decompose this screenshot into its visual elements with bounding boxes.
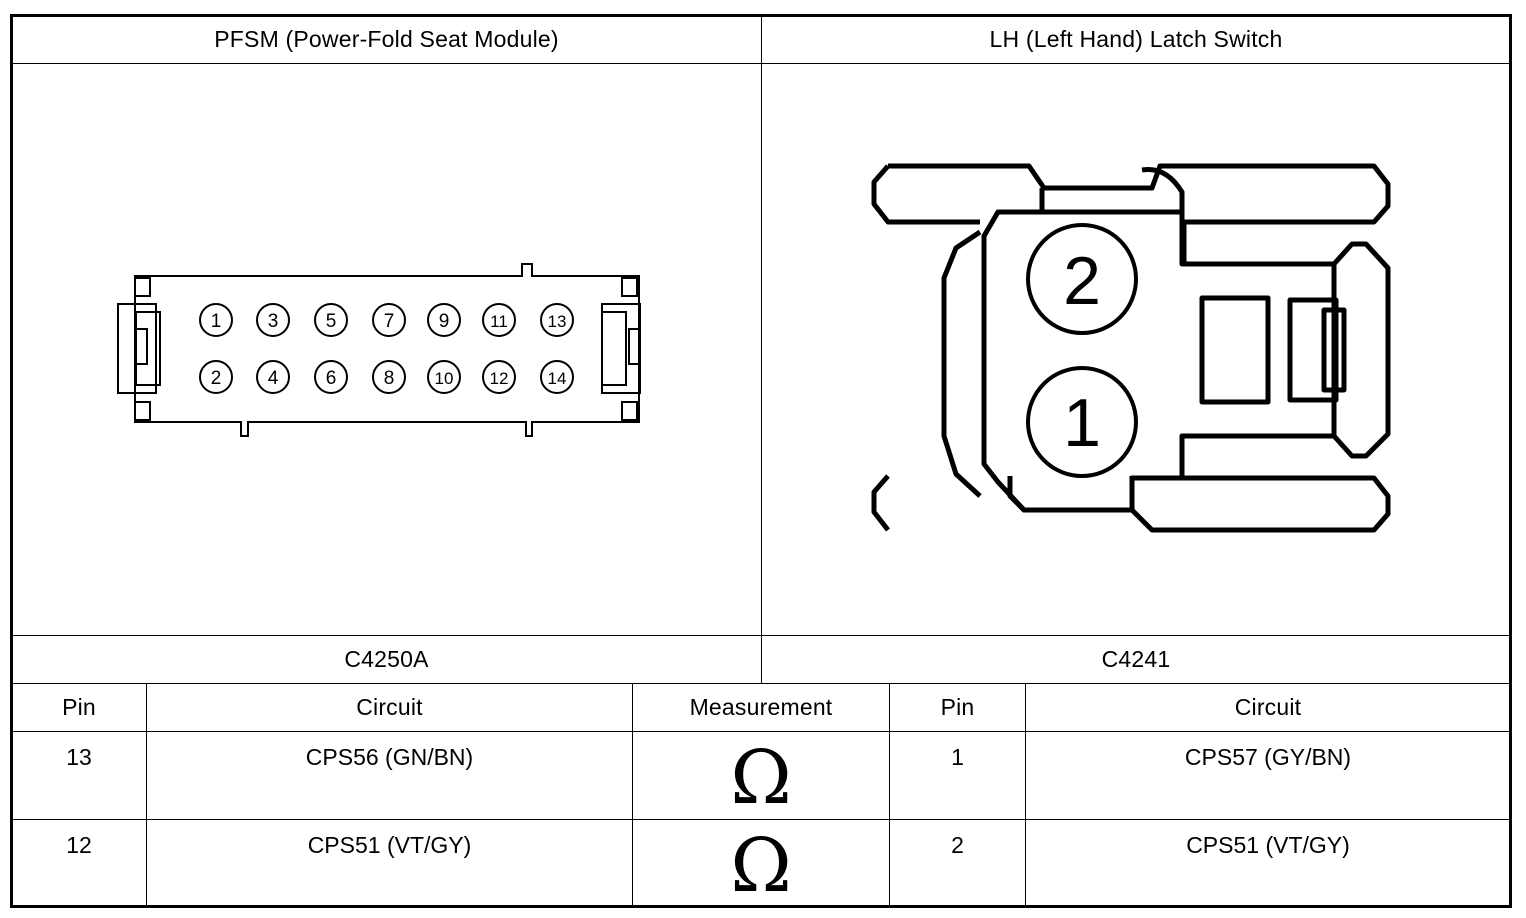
divider bbox=[1025, 683, 1026, 906]
divider bbox=[889, 683, 890, 906]
pfsm-pin-circle bbox=[314, 360, 348, 394]
row1-measurement-ohm-icon: Ω bbox=[730, 735, 792, 821]
pfsm-pin-label: 9 bbox=[439, 311, 450, 332]
divider bbox=[632, 683, 633, 906]
latch-pin-2-label: 2 bbox=[1063, 243, 1101, 319]
pfsm-pin-label: 14 bbox=[548, 369, 567, 388]
divider bbox=[146, 683, 147, 906]
row2-measurement-ohm-icon: Ω bbox=[730, 823, 792, 909]
header-pin-a: Pin bbox=[62, 694, 96, 720]
header-pin-b: Pin bbox=[940, 694, 975, 720]
pfsm-pin-label: 7 bbox=[384, 311, 395, 332]
row2-pin-a: 12 bbox=[66, 832, 92, 858]
pfsm-pin-circle bbox=[256, 360, 290, 394]
pfsm-pin-circle bbox=[482, 360, 516, 394]
pfsm-pin-circle bbox=[256, 303, 290, 337]
pfsm-pin-circle bbox=[314, 303, 348, 337]
divider bbox=[761, 16, 762, 684]
pfsm-pin-circle bbox=[540, 360, 574, 394]
latch-pin-1-label: 1 bbox=[1063, 385, 1101, 461]
header-circuit-b: Circuit bbox=[1234, 694, 1302, 720]
header-measurement: Measurement bbox=[689, 694, 833, 720]
row1-circuit-a: CPS56 (GN/BN) bbox=[305, 744, 474, 770]
row2-pin-b: 2 bbox=[951, 832, 964, 858]
left-connector-code: C4250A bbox=[344, 646, 429, 672]
row2-circuit-b: CPS51 (VT/GY) bbox=[1186, 832, 1350, 858]
pfsm-pin-circle bbox=[540, 303, 574, 337]
right-connector-code: C4241 bbox=[1101, 646, 1171, 672]
pfsm-pin-circle bbox=[372, 360, 406, 394]
pfsm-pin-label: 1 bbox=[211, 311, 222, 332]
pfsm-pin-label: 5 bbox=[326, 311, 337, 332]
header-circuit-a: Circuit bbox=[356, 694, 423, 720]
pfsm-pin-circle bbox=[427, 360, 461, 394]
pfsm-pin-label: 11 bbox=[490, 312, 508, 331]
right-connector-title: LH (Left Hand) Latch Switch bbox=[989, 26, 1283, 52]
pfsm-pin-circle bbox=[372, 303, 406, 337]
row1-pin-a: 13 bbox=[66, 744, 92, 770]
latch-switch-connector-diagram: 2 1 bbox=[871, 163, 1391, 533]
pfsm-pin-circle bbox=[427, 303, 461, 337]
pfsm-pin-label: 3 bbox=[268, 311, 279, 332]
pfsm-pin-circle bbox=[199, 360, 233, 394]
pinout-table-frame bbox=[10, 14, 1512, 908]
pfsm-pin-label: 6 bbox=[326, 368, 337, 389]
row1-pin-b: 1 bbox=[951, 744, 964, 770]
divider bbox=[12, 731, 1510, 732]
pfsm-pin-circle bbox=[199, 303, 233, 337]
row2-circuit-a: CPS51 (VT/GY) bbox=[307, 832, 472, 858]
pfsm-pin-label: 2 bbox=[211, 368, 222, 389]
row1-circuit-b: CPS57 (GY/BN) bbox=[1184, 744, 1352, 770]
pfsm-pin-label: 12 bbox=[490, 369, 509, 388]
pfsm-pin-circle bbox=[482, 303, 516, 337]
pfsm-pin-label: 10 bbox=[435, 369, 454, 388]
divider bbox=[12, 819, 1510, 820]
left-connector-title: PFSM (Power-Fold Seat Module) bbox=[214, 26, 559, 52]
pfsm-pin-label: 13 bbox=[548, 312, 567, 331]
pfsm-pin-label: 4 bbox=[268, 368, 279, 389]
pfsm-pin-label: 8 bbox=[384, 368, 395, 389]
